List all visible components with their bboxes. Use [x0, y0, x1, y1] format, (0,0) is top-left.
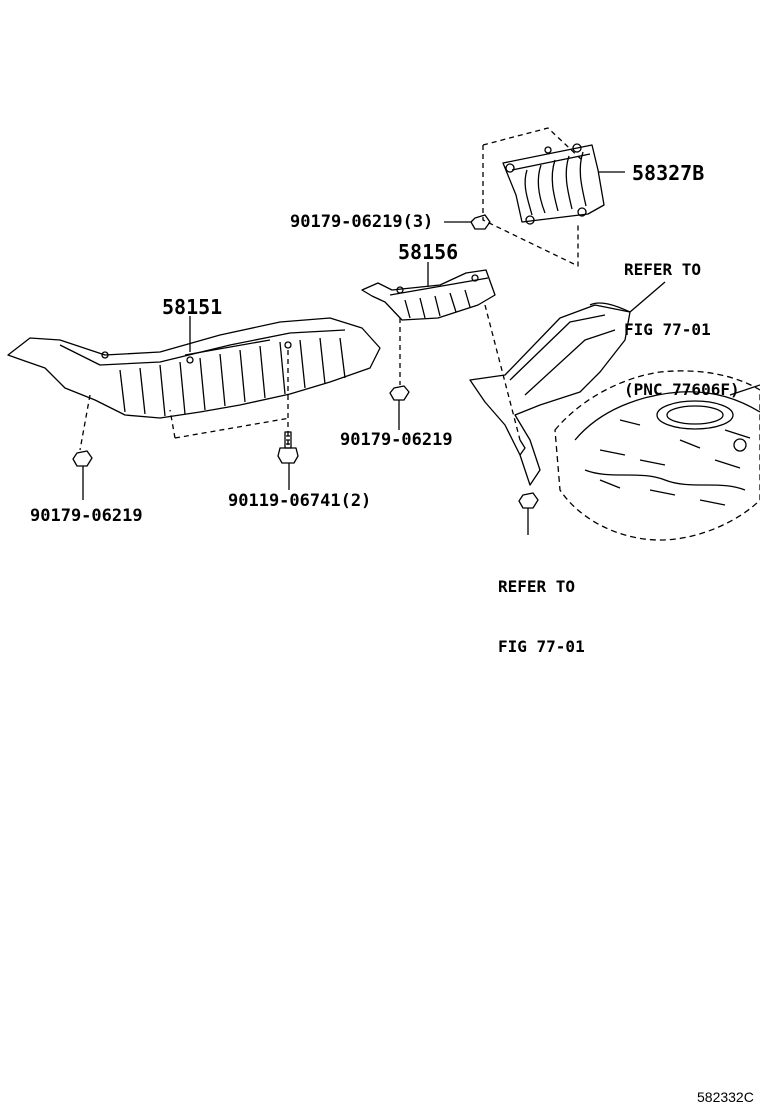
nut-icon: [518, 439, 539, 535]
stud-bolt-icon: [277, 431, 299, 490]
refer-top-line-3: (PNC 77606F): [624, 380, 740, 399]
refer-top-line-2: FIG 77-01: [624, 320, 711, 339]
nut-icon: [72, 450, 93, 500]
refer-bottom-note: REFER TO FIG 77-01: [498, 537, 585, 677]
refer-bottom-line-2: FIG 77-01: [498, 637, 585, 656]
heat-insulator-58327b: [482, 127, 625, 267]
part-label-stud-bolt: 90119-06741(2): [228, 491, 372, 511]
refer-top-note: REFER TO FIG 77-01 (PNC 77606F): [624, 220, 740, 420]
part-label-bolt-top: 90179-06219(3): [290, 212, 434, 232]
refer-bottom-line-1: REFER TO: [498, 577, 576, 596]
part-label-58156: 58156: [398, 240, 459, 264]
fuel-tank: [469, 281, 760, 541]
part-label-58151: 58151: [162, 295, 223, 319]
figure-id: 582332C: [697, 1089, 754, 1105]
nut-icon: [389, 385, 410, 430]
part-label-nut-mid: 90179-06219: [340, 430, 453, 450]
heat-insulator-58156: [361, 262, 521, 441]
nut-icon: [444, 214, 491, 230]
refer-top-line-1: REFER TO: [624, 260, 702, 279]
heat-insulator-58151: [7, 316, 381, 451]
part-label-58327b: 58327B: [632, 161, 705, 185]
part-label-nut-left: 90179-06219: [30, 506, 143, 526]
